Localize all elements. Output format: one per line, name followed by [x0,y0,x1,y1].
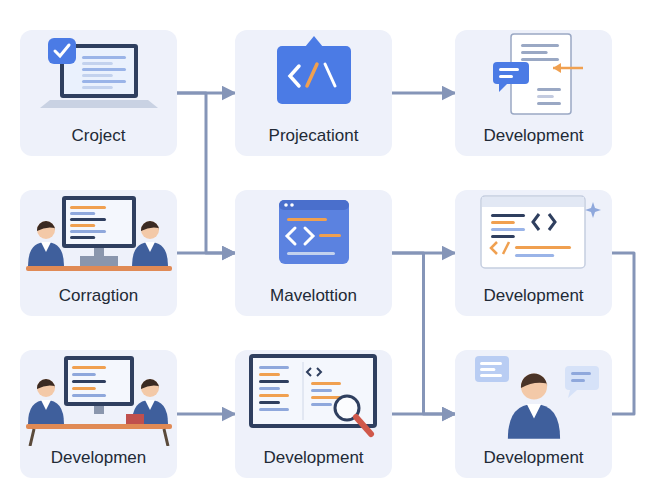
card-illustration [235,30,392,126]
flow-arrow [392,413,455,416]
card-label: Development [483,126,583,146]
flow-arrow [392,253,455,414]
flow-arrow [612,253,634,414]
card-label: Projecationt [269,126,359,146]
card-illustration [455,350,612,446]
card-label: Development [483,448,583,468]
card-label: Development [483,286,583,306]
card-illustration [20,350,177,446]
card-label: Corragtion [59,286,138,306]
card-label: Croject [72,126,126,146]
process-card: Development [455,350,612,478]
flow-arrow [177,252,235,255]
card-illustration [235,190,392,286]
card-illustration [235,350,392,446]
process-card: Development [455,30,612,156]
card-illustration [20,190,177,286]
process-card: Corragtion [20,190,177,316]
card-illustration [20,30,177,126]
card-label: Developmen [51,448,146,468]
flow-arrow [392,92,455,95]
process-card: Croject [20,30,177,156]
process-card: Development [235,350,392,478]
card-illustration [455,30,612,126]
flow-arrow [177,413,235,416]
process-card: Developmen [20,350,177,478]
process-card: Development [455,190,612,316]
process-card: Projecationt [235,30,392,156]
process-card: Mavelottion [235,190,392,316]
card-label: Development [263,448,363,468]
card-illustration [455,190,612,286]
card-label: Mavelottion [270,286,357,306]
flow-arrow [177,93,235,253]
